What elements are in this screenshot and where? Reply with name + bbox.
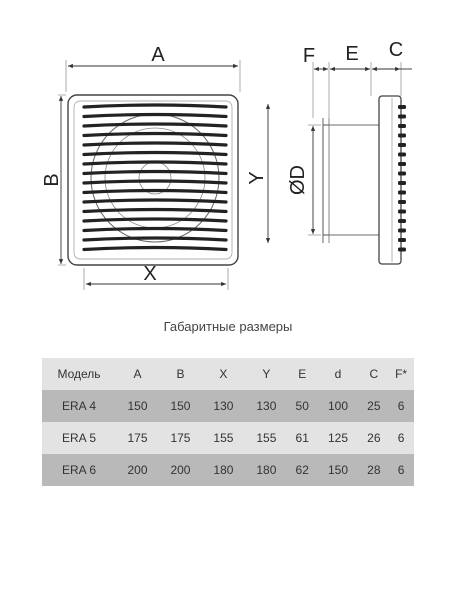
dimension-d-label: ØD (287, 165, 309, 195)
front-view: A B Y X (41, 44, 271, 290)
grille-slat (82, 179, 228, 185)
column-header: d (334, 367, 342, 381)
column-header: F* (395, 367, 408, 381)
column-header: Модель (57, 367, 101, 381)
grille-slat (82, 122, 228, 128)
grille-slat (82, 226, 228, 233)
dimension-a-label: A (151, 44, 165, 66)
table-cell: 6 (397, 463, 405, 477)
grille-slat (82, 103, 228, 109)
dimension-f-label: F (303, 45, 315, 67)
grille-slat (82, 198, 228, 204)
grille-slat (82, 141, 228, 147)
side-slat (398, 133, 406, 138)
dimension-x-label: X (143, 263, 156, 285)
table-row: ERA 5 175 175 155 155 61 125 26 6 (42, 422, 414, 454)
table-cell: 130 (213, 399, 234, 413)
side-slat (398, 238, 406, 242)
dimension-y-label: Y (246, 171, 268, 184)
grille-slat (82, 245, 228, 252)
table-cell: 180 (213, 463, 234, 477)
side-slat (398, 219, 406, 223)
table-cell: 175 (170, 431, 191, 445)
side-grille-slats (398, 105, 406, 252)
table-cell: 100 (328, 399, 349, 413)
grille-slat (82, 160, 228, 166)
table-cell: 50 (295, 399, 309, 413)
grille-slat (82, 112, 228, 119)
table-cell: ERA 4 (61, 399, 97, 413)
side-slat (398, 228, 406, 233)
fan-technical-drawing: A B Y X ØD (41, 39, 412, 290)
table-cell: 61 (295, 431, 309, 445)
table-cell: 62 (295, 463, 309, 477)
table-cell: ERA 6 (61, 463, 97, 477)
side-slat (398, 181, 406, 185)
table-cell: 175 (127, 431, 148, 445)
table-cell: 26 (367, 431, 381, 445)
column-header: X (219, 367, 228, 381)
grille-slat (82, 131, 228, 138)
table-cell: 6 (397, 431, 405, 445)
grille-slat (82, 150, 228, 157)
table-row: ERA 6 200 200 180 180 62 150 28 6 (42, 454, 414, 486)
dimension-c-label: C (389, 39, 403, 61)
table-row: ERA 4 150 150 130 130 50 100 25 6 (42, 390, 414, 422)
side-panel (378, 95, 402, 265)
table-cell: 200 (170, 463, 191, 477)
grille-slat (82, 188, 228, 195)
dimensions-table: Модель A B X Y E d C F* ERA 4 150 150 13… (42, 358, 414, 486)
table-title: Габаритные размеры (163, 319, 293, 334)
side-slat (398, 124, 406, 128)
side-slat (398, 114, 406, 119)
grille-slat (82, 217, 228, 223)
table-cell: 150 (127, 399, 148, 413)
table-cell: 125 (328, 431, 349, 445)
table-cell: 6 (397, 399, 405, 413)
side-slat (398, 200, 406, 204)
column-header: C (369, 367, 379, 381)
table-cell: 150 (328, 463, 349, 477)
side-slat (398, 190, 406, 195)
table-cell: 200 (127, 463, 148, 477)
table-cell: 180 (256, 463, 277, 477)
table-cell: 130 (256, 399, 277, 413)
side-slat (398, 209, 406, 214)
grille-slat (82, 169, 228, 176)
side-view: ØD F E C (287, 39, 412, 265)
side-slat (398, 171, 406, 176)
side-slat (398, 247, 406, 252)
table-cell: 155 (256, 431, 277, 445)
front-panel-outline (67, 94, 239, 266)
table-cell: 28 (367, 463, 381, 477)
table-cell: ERA 5 (61, 431, 97, 445)
side-slat (398, 143, 406, 147)
side-slat (398, 152, 406, 157)
column-header: E (298, 367, 307, 381)
front-grille (82, 103, 228, 252)
table-cell: 155 (213, 431, 234, 445)
column-header: Y (262, 367, 271, 381)
column-header: B (176, 367, 185, 381)
side-slat (398, 105, 406, 109)
column-header: A (133, 367, 142, 381)
side-slat (398, 162, 406, 166)
dimension-b-label: B (41, 173, 63, 186)
dimension-e-label: E (345, 43, 358, 65)
grille-slat (82, 207, 228, 214)
front-panel-inner-edge (73, 100, 233, 260)
table-header-row: Модель A B X Y E d C F* (42, 358, 414, 390)
duct-body (322, 124, 380, 236)
grille-slat (82, 236, 228, 242)
table-cell: 150 (170, 399, 191, 413)
table-cell: 25 (367, 399, 381, 413)
